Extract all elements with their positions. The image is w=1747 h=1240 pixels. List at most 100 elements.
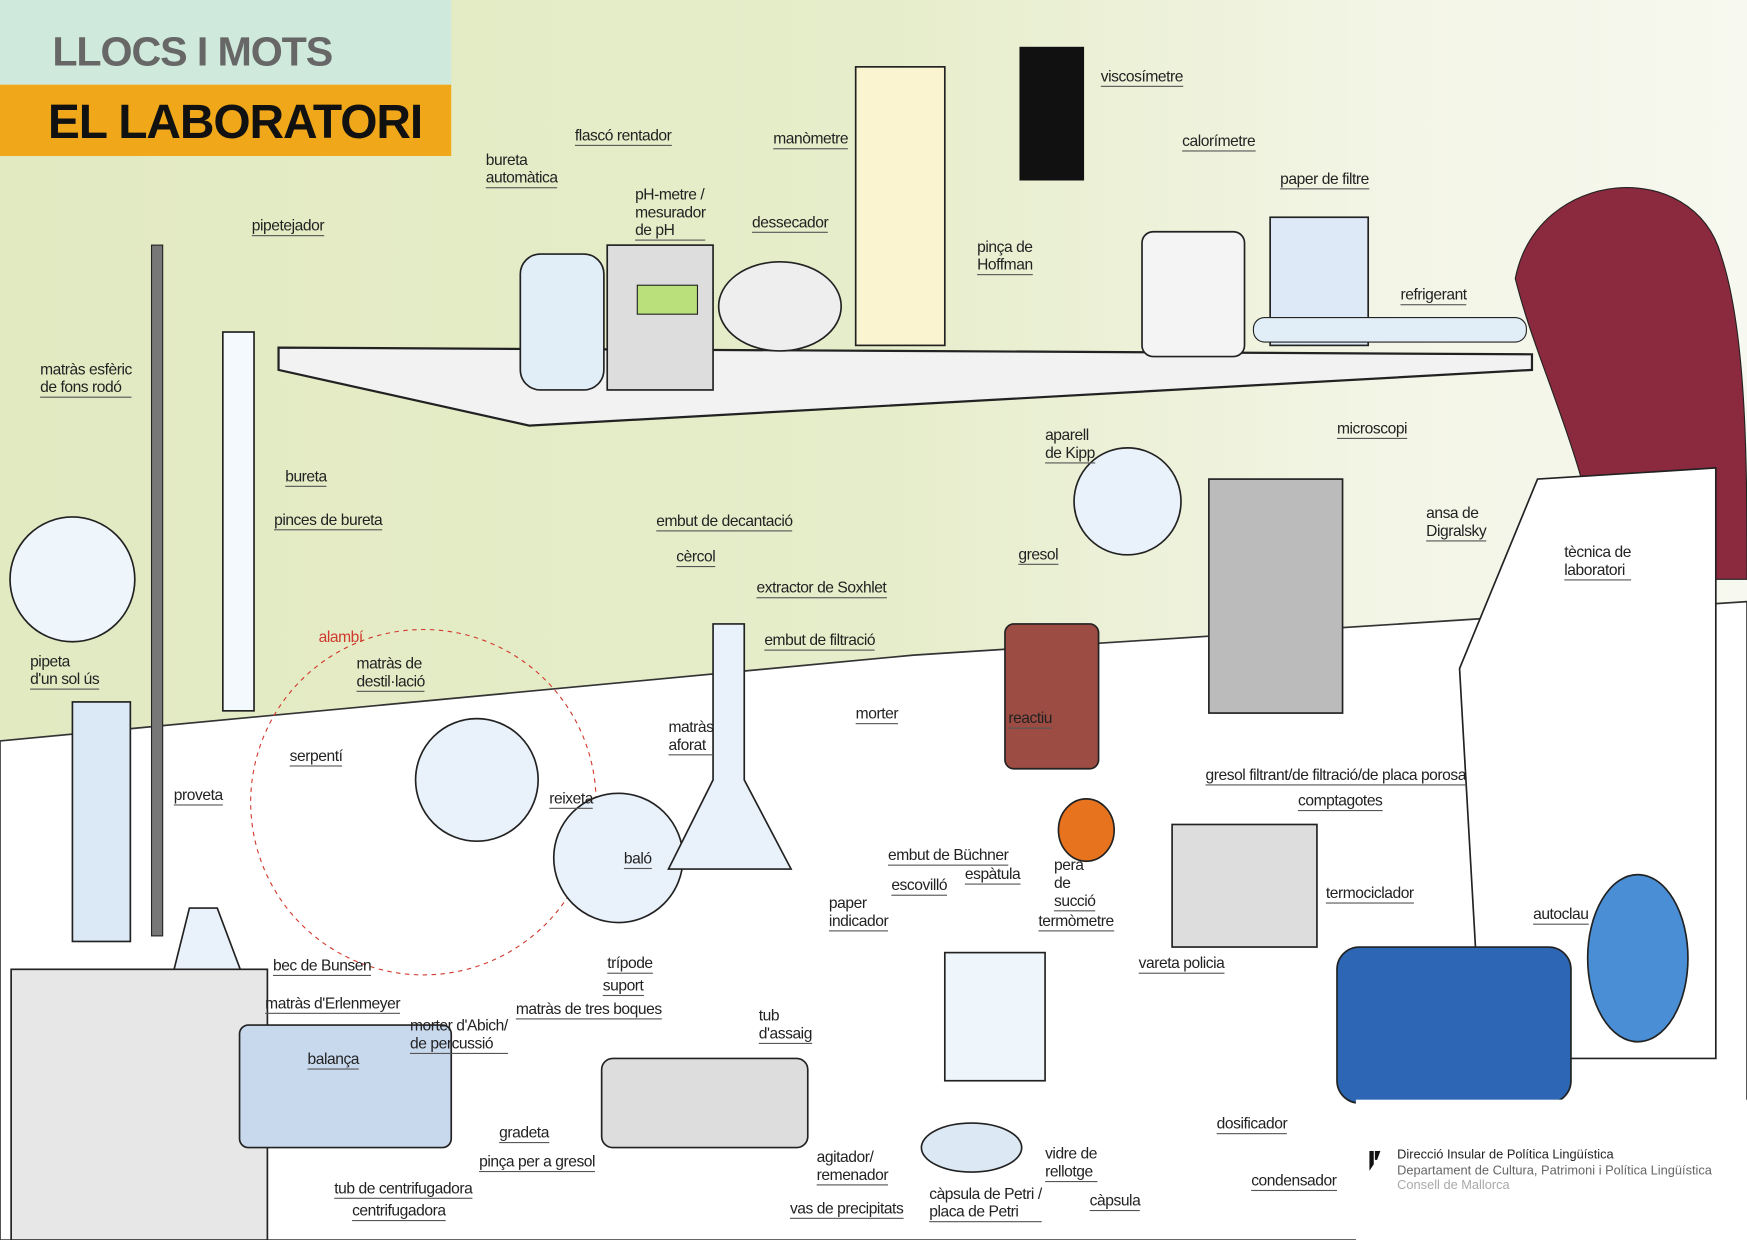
ph-meter-display <box>636 284 699 315</box>
footer-line-2: Departament de Cultura, Patrimoni i Polí… <box>1397 1164 1712 1178</box>
label-trípode: trípode <box>607 954 653 974</box>
label-matràs-de-tres-boques: matràs de tres boques <box>515 999 662 1020</box>
label-espàtula: espàtula <box>964 865 1021 885</box>
series-title: LLOCS I MOTS <box>52 28 333 75</box>
condenser-shelf <box>1252 316 1527 343</box>
label-termociclador: termociclador <box>1325 884 1414 904</box>
flat-bottom-flask <box>552 792 684 924</box>
label-autoclau: autoclau <box>1533 905 1589 925</box>
label-tub-d-assaig: tub d'assaig <box>758 1006 812 1044</box>
distillation-flask <box>414 717 539 843</box>
ph-meter <box>606 244 714 391</box>
footer-line-3: Consell de Mallorca <box>1397 1178 1510 1193</box>
label-vareta-policia: vareta policia <box>1138 954 1225 974</box>
ring-stand-rod <box>150 244 164 937</box>
label-morter-d-abich-de-percussió: morter d'Abich/ de percussió <box>410 1016 508 1054</box>
reagent-bottle <box>1004 623 1100 770</box>
label-refrigerant: refrigerant <box>1400 285 1467 306</box>
thermocycler <box>1171 823 1318 948</box>
label-pinça-per-a-gresol: pinça per a gresol <box>479 1152 596 1173</box>
footer-line-1: Direcció Insular de Política Lingüística <box>1397 1148 1614 1163</box>
label-càpsula-de-petri-placa-de-petri: càpsula de Petri / placa de Petri <box>929 1184 1042 1223</box>
wash-bottle <box>519 253 605 391</box>
label-dosificador: dosificador <box>1216 1114 1288 1135</box>
label-dessecador: dessecador <box>752 213 829 233</box>
label-baló: baló <box>623 849 652 870</box>
label-ph-metre-mesurador-de-ph: pH-metre / mesurador de pH <box>635 185 706 241</box>
label-gresol-filtrant-de-filtració-de-placa-porosa: gresol filtrant/de filtració/de placa po… <box>1205 765 1466 786</box>
label-matràs-esfèric-de-fons-rodó: matràs esfèric de fons rodó <box>40 360 132 398</box>
label-matràs-de-destil·lació: matràs de destil·lació <box>356 654 425 692</box>
viscometer <box>1019 46 1085 181</box>
footer-credits: Direcció Insular de Política Lingüística… <box>1355 1099 1747 1240</box>
label-termòmetre: termòmetre <box>1038 911 1114 932</box>
label-ansa-de-digralsky: ansa de Digralsky <box>1426 504 1487 542</box>
label-escovilló: escovilló <box>891 876 948 896</box>
label-embut-de-filtració: embut de filtració <box>764 631 876 651</box>
label-condensador: condensador <box>1251 1171 1337 1192</box>
title-band <box>0 84 452 156</box>
label-càpsula: càpsula <box>1089 1191 1141 1212</box>
label-embut-de-decantació: embut de decantació <box>656 511 793 532</box>
microscope <box>1208 478 1344 714</box>
label-reactiu: reactiu <box>1008 709 1052 729</box>
autoclave-lid <box>1586 873 1689 1043</box>
label-gradeta: gradeta <box>499 1123 549 1144</box>
desiccator <box>717 260 843 352</box>
shelf <box>277 346 1534 427</box>
label-flascó-rentador: flascó rentador <box>574 126 672 146</box>
label-pinces-de-bureta: pinces de bureta <box>274 510 383 531</box>
label-centrifugadora: centrifugadora <box>352 1201 446 1222</box>
burette <box>221 331 255 712</box>
volumetric-flask <box>667 623 793 870</box>
beaker <box>943 951 1046 1082</box>
label-serpentí: serpentí <box>289 746 343 767</box>
petri-dish <box>920 1122 1023 1173</box>
manometer <box>854 66 946 347</box>
label-vas-de-precipitats: vas de precipitats <box>789 1199 904 1219</box>
label-comptagotes: comptagotes <box>1297 791 1383 812</box>
label-viscosímetre: viscosímetre <box>1100 67 1183 87</box>
label-tècnica-de-laboratori: tècnica de laboratori <box>1564 543 1631 581</box>
autoclave <box>1336 946 1572 1104</box>
suction-bulb <box>1057 798 1115 863</box>
label-calorímetre: calorímetre <box>1182 131 1256 152</box>
label-extractor-de-soxhlet: extractor de Soxhlet <box>756 578 887 599</box>
label-morter: morter <box>855 704 899 725</box>
label-gresol: gresol <box>1018 545 1059 565</box>
test-tube-rack <box>600 1057 809 1149</box>
label-balança: balança <box>307 1050 359 1070</box>
label-vidre-de-rellotge: vidre de rellotge <box>1045 1144 1097 1183</box>
round-bottom-flask <box>9 516 136 643</box>
label-alambí: alambí <box>318 627 364 646</box>
label-pipeta-d-un-sol-ús: pipeta d'un sol ús <box>30 652 100 690</box>
label-bec-de-bunsen: bec de Bunsen <box>272 956 372 977</box>
label-agitador-remenador: agitador/ remenador <box>816 1148 889 1186</box>
series-band <box>0 0 452 85</box>
label-manòmetre: manòmetre <box>773 129 849 150</box>
page-title: EL LABORATORI <box>47 95 423 150</box>
label-suport: suport <box>602 976 644 997</box>
label-matràs-d-erlenmeyer: matràs d'Erlenmeyer <box>265 994 401 1014</box>
label-paper-indicador: paper indicador <box>828 894 889 932</box>
label-tub-de-centrifugadora: tub de centrifugadora <box>334 1179 473 1199</box>
label-pera-de-succió: pera de succió <box>1053 856 1096 912</box>
label-aparell-de-kipp: aparell de Kipp <box>1045 426 1095 464</box>
balance <box>238 1024 453 1149</box>
label-embut-de-büchner: embut de Büchner <box>887 846 1009 866</box>
kipp-apparatus <box>1073 447 1182 556</box>
label-matràs-aforat: matràs aforat <box>668 718 714 756</box>
label-pipetejador: pipetejador <box>251 216 325 237</box>
label-bureta-automàtica: bureta automàtica <box>485 150 558 189</box>
graduated-cylinder <box>71 701 132 943</box>
calorimeter <box>1141 230 1246 358</box>
label-reixeta: reixeta <box>549 789 593 809</box>
centrifuge <box>10 968 269 1240</box>
label-microscopi: microscopi <box>1336 419 1408 439</box>
institution-logo-icon <box>1369 1150 1381 1171</box>
label-pinça-de-hoffman: pinça de Hoffman <box>977 237 1033 276</box>
label-proveta: proveta <box>173 785 223 806</box>
label-bureta: bureta <box>285 467 327 487</box>
